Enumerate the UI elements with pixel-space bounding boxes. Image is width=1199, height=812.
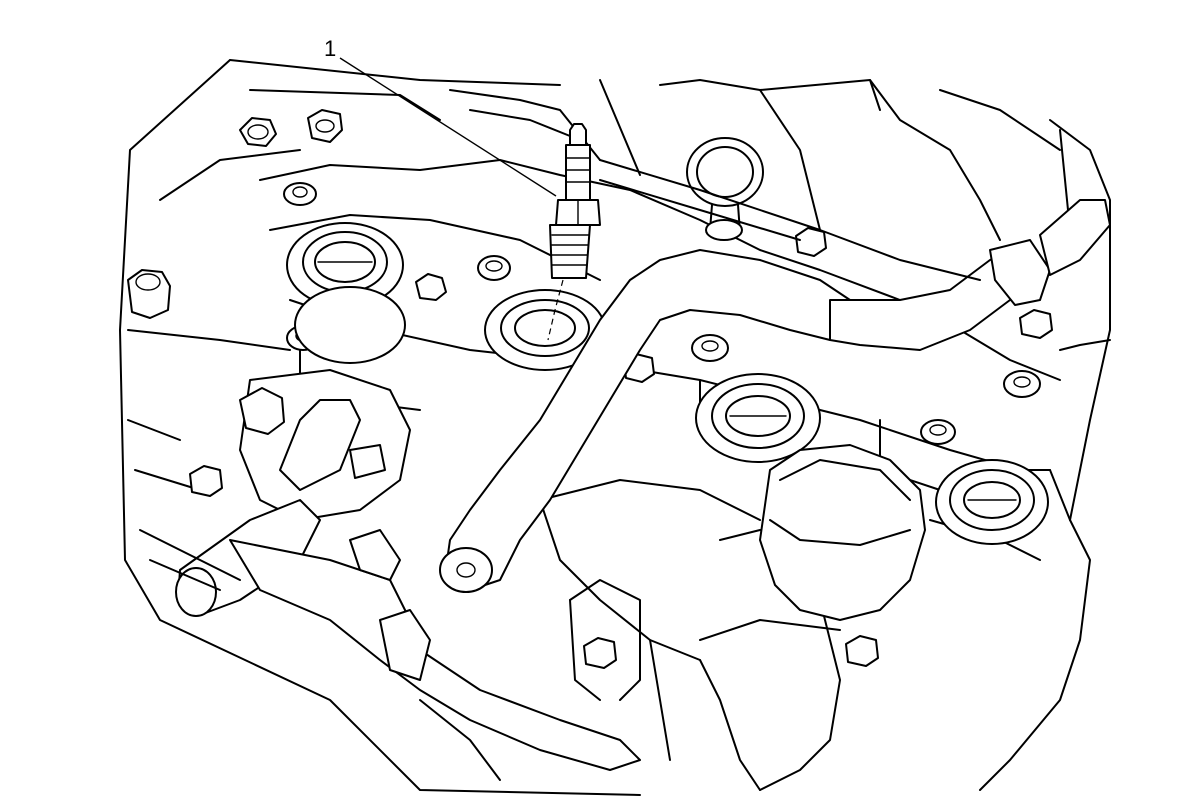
bolt	[691, 334, 729, 362]
lower-brackets	[139, 529, 841, 781]
bolt	[127, 269, 171, 319]
bolt	[795, 227, 827, 257]
callout-label: 1	[324, 36, 336, 61]
bolt	[1019, 309, 1053, 339]
callout-leader-line	[339, 57, 557, 197]
coolant-outlet-housing	[239, 286, 411, 521]
spark-plug-well-1	[286, 222, 404, 308]
bolt	[583, 637, 617, 669]
bolt	[283, 182, 317, 206]
bolt	[477, 255, 511, 281]
callout-1: 1	[324, 36, 557, 197]
oil-dipstick-handle	[686, 137, 764, 241]
spark-plug	[547, 123, 601, 341]
bolt	[239, 117, 277, 147]
coolant-hose-lower	[175, 499, 641, 771]
coolant-hose-main	[439, 199, 1111, 593]
spark-plug-well-4	[935, 459, 1049, 545]
bolt	[189, 465, 223, 497]
bolt	[920, 419, 956, 445]
oil-filler-cap	[759, 444, 926, 621]
bolt	[415, 273, 447, 301]
bolt	[845, 635, 879, 667]
bolt	[1003, 370, 1041, 398]
installation-centerline	[547, 279, 564, 341]
bolt	[307, 109, 343, 143]
spark-plug-well-3	[695, 373, 821, 463]
